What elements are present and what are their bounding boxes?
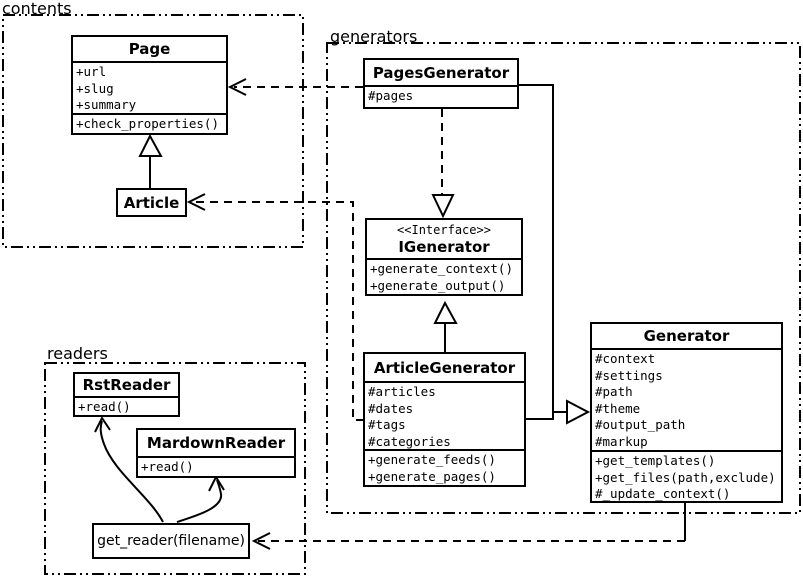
class-rstreader: RstReader +read() — [73, 372, 180, 417]
attribute: #tags — [368, 417, 406, 432]
edge-generator-depends-getreader — [251, 501, 686, 550]
class-rstreader-methods: +read() — [75, 396, 178, 415]
class-page-attributes: +url +slug +summary — [73, 61, 226, 113]
class-markdownreader-methods: +read() — [138, 456, 294, 476]
attribute: +slug — [76, 80, 114, 96]
edge-pagesgenerator-realizes-igenerator — [431, 109, 455, 219]
class-markdownreader-name: MardownReader — [146, 434, 286, 452]
hollow-triangle-icon — [566, 399, 591, 425]
method: +get_templates() — [595, 453, 716, 468]
open-arrow-icon — [251, 532, 271, 550]
method: +read() — [141, 459, 194, 474]
class-igenerator: <<Interface>> IGenerator +generate_conte… — [365, 218, 523, 296]
class-pagesgenerator-name: PagesGenerator — [372, 63, 510, 82]
hollow-triangle-icon — [433, 300, 458, 324]
package-border-generators — [326, 42, 801, 514]
package-label-generators: generators — [330, 27, 418, 46]
package-border-contents — [2, 14, 304, 248]
class-articlegenerator: ArticleGenerator #articles #dates #tags … — [363, 352, 526, 487]
attribute: #articles — [368, 384, 436, 399]
class-igenerator-name: IGenerator — [398, 237, 490, 256]
attribute: #theme — [595, 400, 641, 416]
edge-generators-generalize-generator — [519, 84, 591, 425]
class-articlegenerator-name: ArticleGenerator — [373, 358, 516, 377]
class-articlegenerator-attributes: #articles #dates #tags #categories — [365, 381, 524, 449]
attribute: #context — [595, 351, 656, 366]
class-markdownreader: MardownReader +read() — [136, 428, 296, 478]
class-generator: Generator #context #settings #path #them… — [590, 322, 783, 503]
class-page-methods: +check_properties() — [73, 113, 226, 133]
hollow-triangle-icon — [138, 133, 163, 157]
attribute: #markup — [595, 433, 648, 449]
class-articlegenerator-methods: +generate_feeds() +generate_pages() — [365, 449, 524, 485]
edge-pagesgenerator-depends-page — [227, 78, 363, 96]
class-page-name: Page — [128, 40, 171, 58]
class-page: Page +url +slug +summary +check_properti… — [71, 35, 228, 135]
attribute: #categories — [368, 433, 451, 449]
interface-stereotype: <<Interface>> — [397, 222, 491, 237]
open-arrow-icon — [208, 474, 225, 492]
edge-getreader-to-rstreader — [94, 416, 164, 523]
open-arrow-icon — [94, 416, 111, 433]
hollow-triangle-icon — [431, 194, 455, 219]
class-rstreader-name: RstReader — [82, 376, 171, 394]
open-arrow-icon — [227, 78, 247, 96]
attribute: #pages — [368, 88, 414, 103]
attribute: #settings — [595, 367, 663, 383]
class-generator-attributes: #context #settings #path #theme #output_… — [592, 348, 781, 450]
edge-articlegenerator-generalizes-igenerator — [433, 300, 458, 352]
edge-article-generalizes-page — [138, 133, 163, 188]
attribute: #output_path — [595, 417, 686, 432]
attribute: #path — [595, 384, 633, 399]
method: +generate_feeds() — [368, 452, 496, 467]
package-border-readers — [44, 362, 306, 575]
open-arrow-icon — [186, 193, 206, 211]
method: +get_files(path,exclude) — [595, 469, 776, 485]
edge-articlegenerator-depends-article — [186, 193, 364, 421]
edge-getreader-to-markdownreader — [176, 474, 225, 523]
method: +generate_output() — [370, 277, 506, 293]
class-igenerator-methods: +generate_context() +generate_output() — [367, 258, 521, 294]
method: #_update_context() — [595, 486, 731, 501]
class-generator-name: Generator — [643, 327, 730, 345]
method: +check_properties() — [76, 116, 219, 131]
class-igenerator-header: <<Interface>> IGenerator — [367, 220, 521, 258]
package-label-contents: contents — [2, 0, 72, 18]
method: +read() — [78, 399, 131, 414]
class-generator-methods: +get_templates() +get_files(path,exclude… — [592, 450, 781, 501]
class-pagesgenerator: PagesGenerator #pages — [363, 58, 519, 109]
attribute: #dates — [368, 400, 414, 416]
function-get-reader-label: get_reader(filename) — [97, 533, 245, 549]
class-article: Article — [116, 188, 187, 217]
attribute: +url — [76, 64, 107, 79]
attribute: +summary — [76, 97, 137, 112]
package-label-readers: readers — [47, 344, 108, 363]
class-article-name: Article — [123, 193, 180, 212]
class-pagesgenerator-attributes: #pages — [365, 85, 517, 107]
method: +generate_pages() — [368, 468, 496, 484]
method: +generate_context() — [370, 261, 513, 276]
function-get-reader: get_reader(filename) — [92, 523, 250, 559]
